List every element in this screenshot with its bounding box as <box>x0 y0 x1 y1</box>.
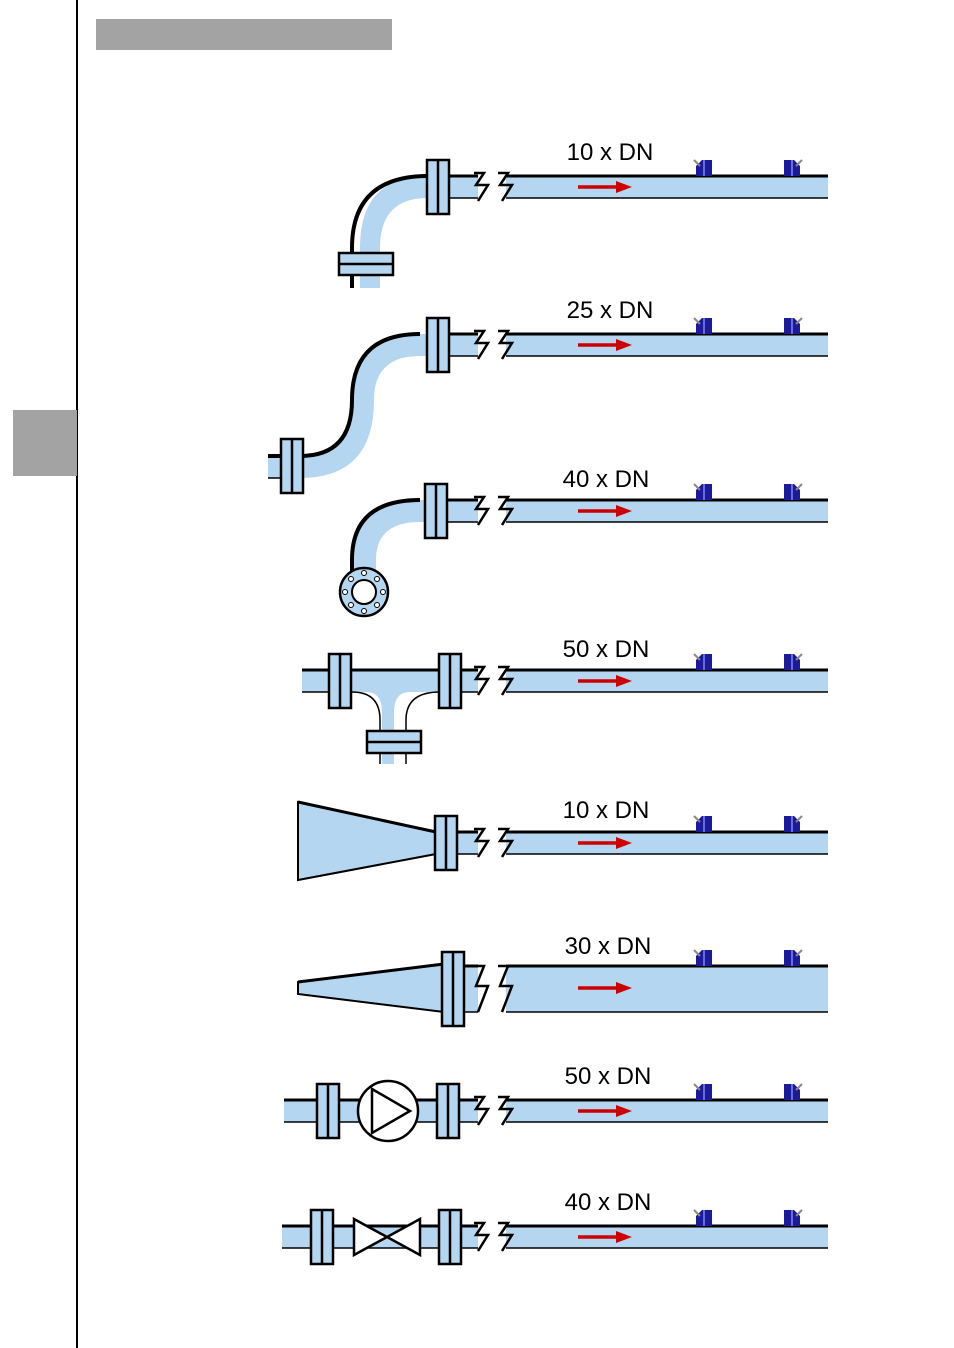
straight-run-label: 30 x DN <box>565 933 652 960</box>
sensor-icon <box>783 1083 803 1101</box>
installation-valve: 40 x DN <box>282 1189 828 1266</box>
sensor-icon <box>783 159 803 177</box>
installation-expander: 30 x DN <box>297 933 828 1028</box>
sensor-icon <box>693 653 713 671</box>
installation-out-of-plane-elbow: 40 x DN <box>338 466 828 618</box>
sensor-icon <box>783 815 803 833</box>
straight-run-label: 50 x DN <box>563 636 650 663</box>
valve-icon <box>352 1216 422 1258</box>
straight-run-label: 10 x DN <box>563 797 650 824</box>
sensor-icon <box>693 949 713 967</box>
installation-reducer: 10 x DN <box>297 797 828 882</box>
straight-run-label: 40 x DN <box>563 466 650 493</box>
sensor-icon <box>783 653 803 671</box>
installation-tee: 50 x DN <box>302 636 828 764</box>
sensor-icon <box>783 483 803 501</box>
chapter-tab <box>13 410 77 476</box>
sensor-icon <box>783 317 803 335</box>
installation-pump: 50 x DN <box>284 1063 828 1143</box>
sensor-icon <box>693 483 713 501</box>
sensor-icon <box>783 949 803 967</box>
sensor-icon <box>693 1083 713 1101</box>
sensor-icon <box>693 159 713 177</box>
installation-double-bend: 25 x DN <box>268 297 828 495</box>
installation-elbow: 10 x DN <box>337 139 828 288</box>
section-header-bar <box>96 19 392 50</box>
page-margin-line <box>76 0 78 1348</box>
straight-run-label: 10 x DN <box>567 139 654 166</box>
sensor-icon <box>693 815 713 833</box>
straight-run-label: 25 x DN <box>567 297 654 324</box>
sensor-icon <box>783 1209 803 1227</box>
straight-run-label: 50 x DN <box>565 1063 652 1090</box>
sensor-icon <box>693 1209 713 1227</box>
straight-run-label: 40 x DN <box>565 1189 652 1216</box>
sensor-icon <box>693 317 713 335</box>
